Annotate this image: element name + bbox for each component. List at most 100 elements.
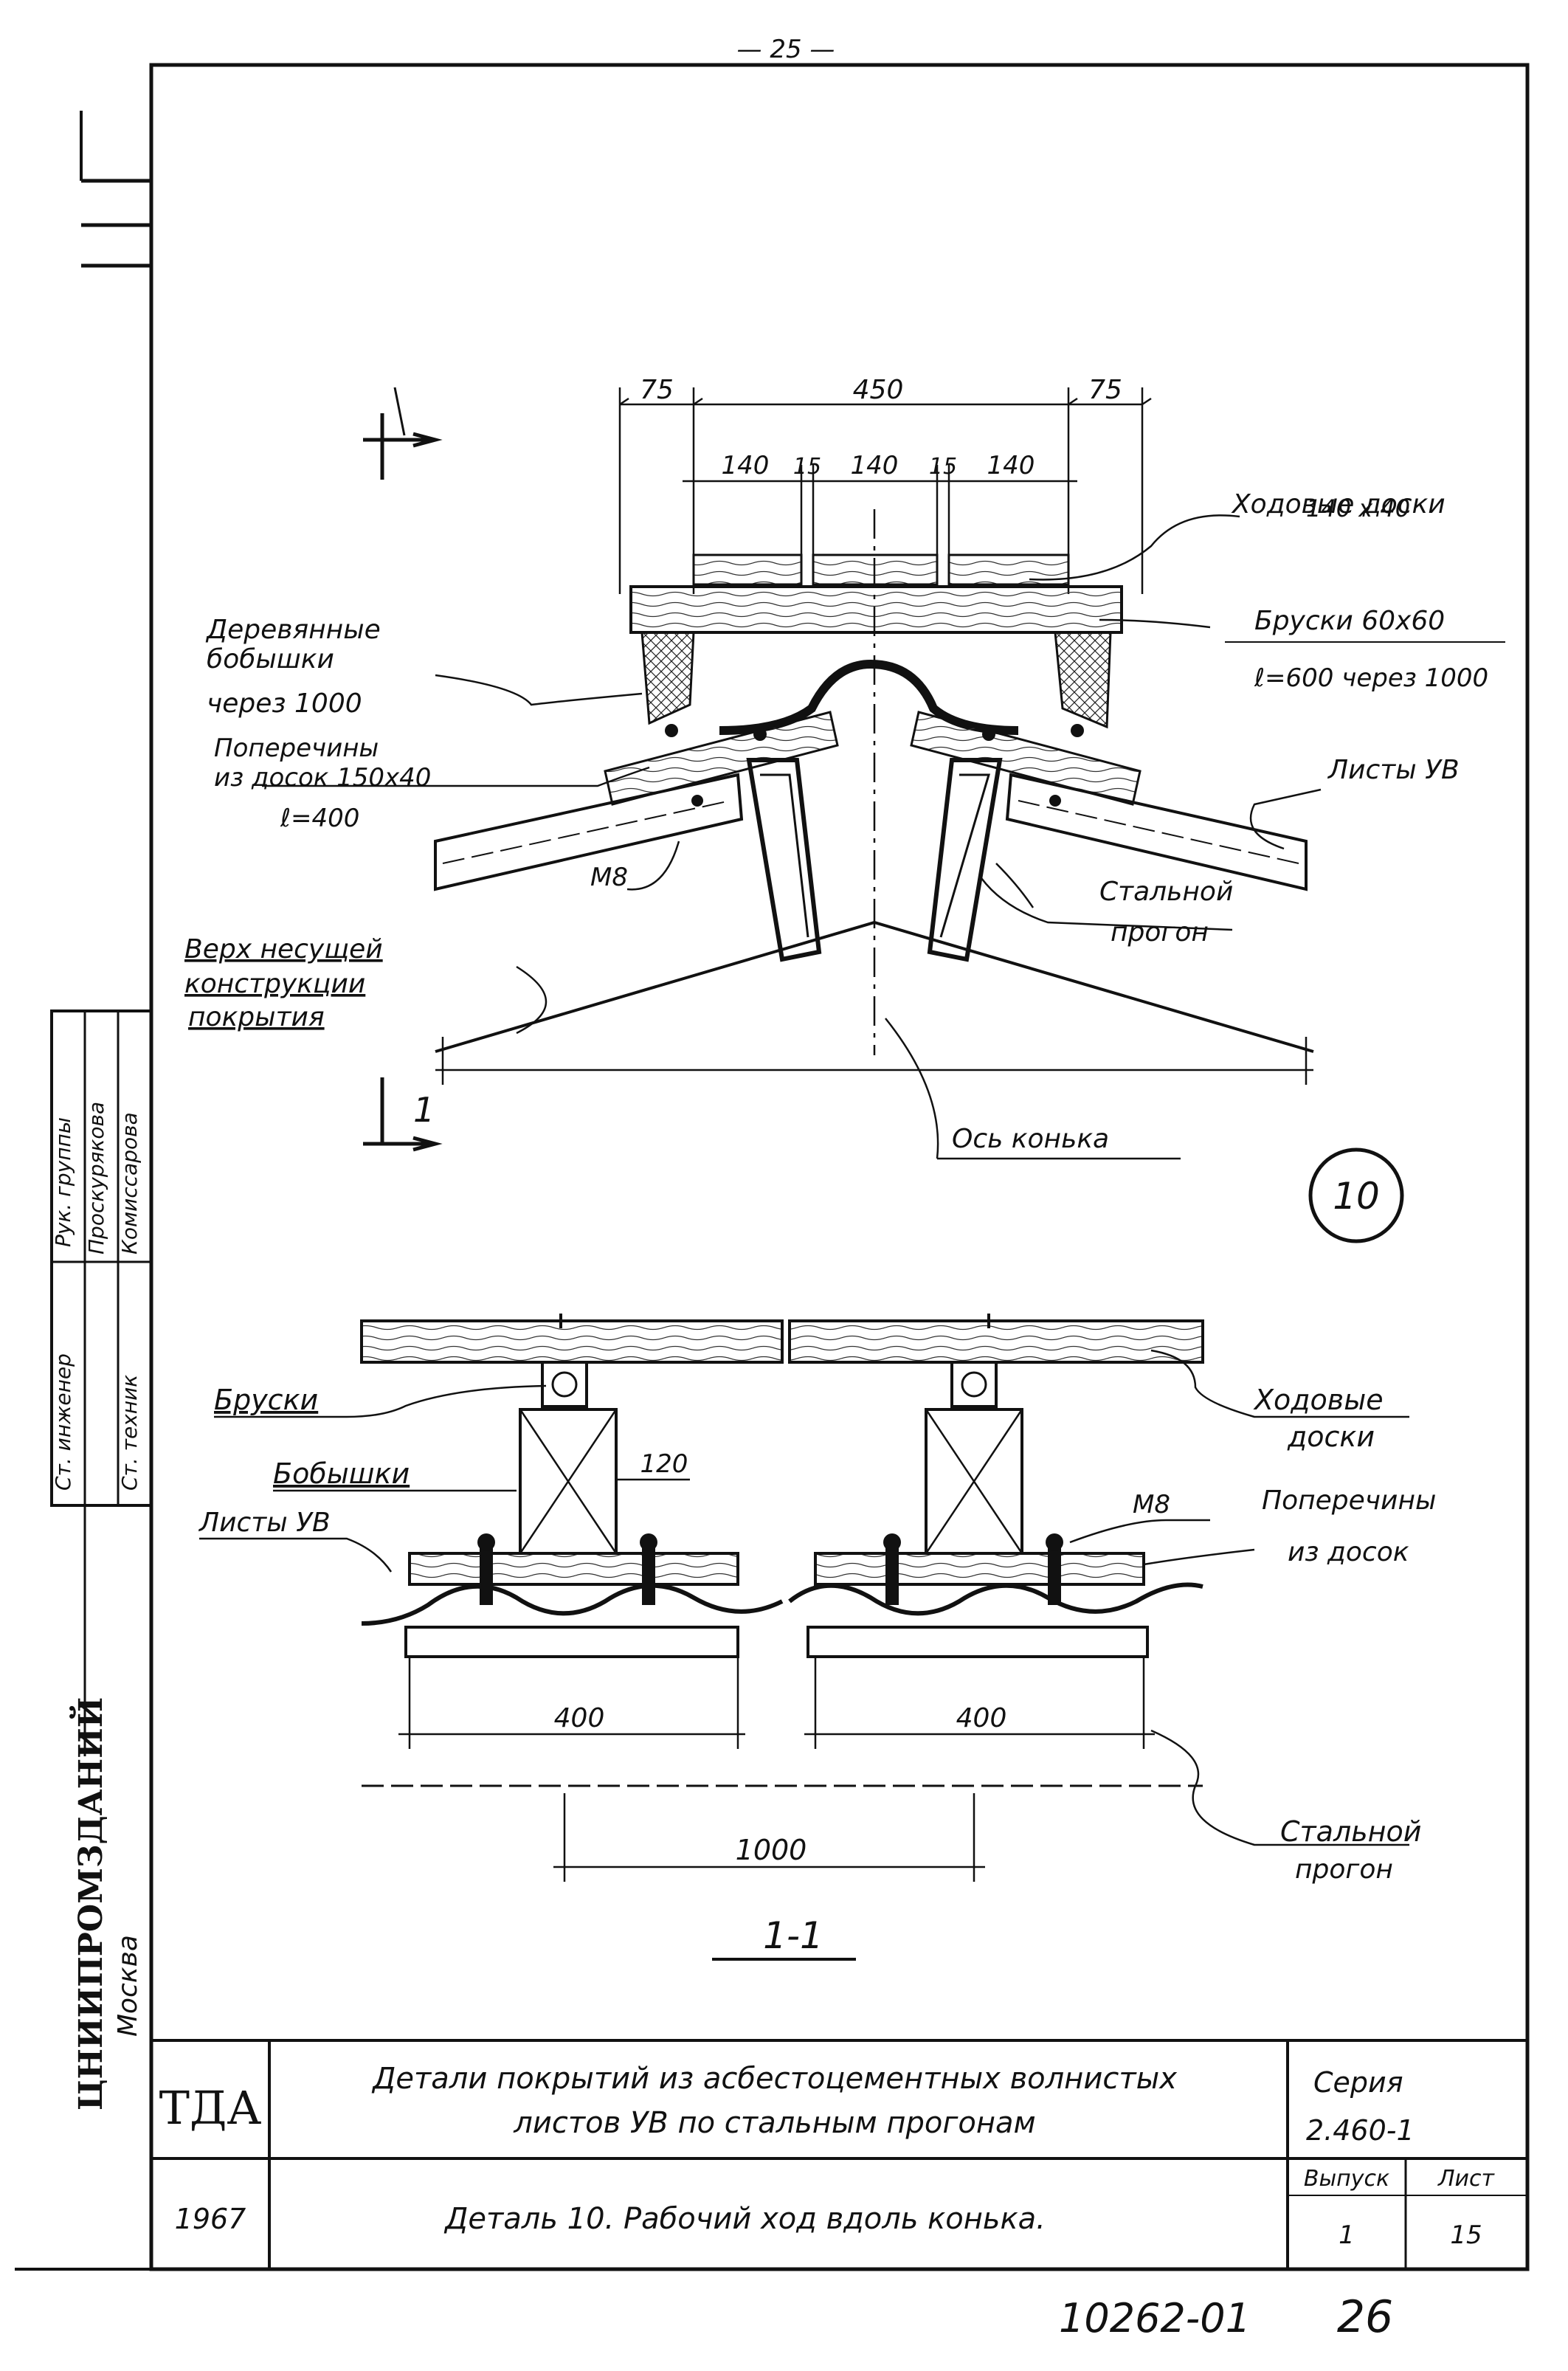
ridge-cap [719,659,1019,735]
label-section-bars: Бруски [214,1384,318,1416]
sheet-uv-left [434,773,744,891]
label-section-m8: М8 [1133,1490,1170,1519]
label-section-sheets: Листы УВ [198,1508,331,1538]
bolts-top [665,724,1084,807]
bearing-structure-top [435,920,1314,1053]
sheet-uv-right [1005,773,1308,891]
dim-spacing: 1000 [736,1834,807,1866]
dim-crossbar-left: 400 [554,1703,605,1733]
label-section-crossbars: Поперечины [1262,1485,1436,1516]
stamp-role-2: Ст. инженер [51,1353,75,1491]
label-section-walk-boards: Ходовые [1253,1384,1384,1416]
label-wood-blocks: Деревянные [205,615,381,645]
label-crossbars-size: из досок 150х40 [214,763,431,793]
section-purlin-flange-left [404,1626,739,1658]
sheet-title: Деталь 10. Рабочий ход вдоль конька. [443,2202,1046,2236]
label-section-purlin-2: прогон [1295,1854,1393,1885]
steel-purlin-left [746,758,822,962]
stamp-name-3: Комиссарова [117,1112,142,1254]
dim-crossbar-right: 400 [956,1703,1007,1733]
label-wood-blocks-2: бобышки [207,644,334,674]
section-mark-label: 1 [413,1090,435,1130]
steel-purlin-right [927,758,1003,962]
series-label: Серия [1313,2066,1403,2099]
binding-marks [80,111,151,268]
label-section-walk-boards-2: доски [1287,1421,1375,1453]
dim-right-offset: 75 [1088,375,1122,405]
label-wood-blocks-spacing: через 1000 [207,688,362,719]
page-number: — 25 — [737,35,835,64]
top-leaders [262,514,1322,1160]
dim-gap-2: 15 [929,454,957,480]
dim-gap-1: 15 [793,454,821,480]
label-crossbars-length: ℓ=400 [280,804,359,833]
section-walk-board-right [788,1319,1204,1364]
label-top-structure-3: покрытия [188,1002,325,1032]
label-purlin-top: Стальной [1099,877,1233,907]
label-top-structure-2: конструкции [184,969,365,999]
label-crossbars: Поперечины [214,734,379,763]
stamp-role-1: Рук. группы [51,1117,75,1247]
archive-page: 26 [1337,2291,1393,2343]
issue-label: Выпуск [1304,2166,1389,2192]
section-crossbar-left [408,1552,739,1586]
side-stamp: Рук. группы Проскурякова Ст. инженер Ст.… [50,1010,153,2111]
label-purlin-top-2: прогон [1111,917,1209,948]
label-top-structure: Верх несущей [184,934,383,964]
label-section-purlin: Стальной [1280,1815,1421,1848]
issue-value: 1 [1339,2220,1355,2250]
sheet-value: 15 [1450,2220,1482,2250]
title-year: 1967 [175,2203,246,2235]
stamp-role-3: Ст. техник [117,1375,142,1491]
section-dimensions [398,1478,1155,1882]
dim-board-1: 140 [722,451,770,480]
bar-60x60 [629,585,1123,634]
section-sheet-right [788,1582,1203,1616]
detail-number: 10 [1333,1175,1380,1218]
section-mark-top [363,387,443,480]
section-walk-board-left [360,1319,784,1364]
dim-left-offset: 75 [640,375,674,405]
title-line-2: листов УВ по стальным прогонам [513,2106,1035,2140]
dim-center: 450 [853,375,904,405]
detail-number-circle [1308,1147,1404,1243]
crossbar-right [910,711,1142,806]
walk-board-1 [692,553,803,586]
series-value: 2.460-1 [1306,2114,1415,2147]
label-ridge-axis: Ось конька [952,1124,1109,1154]
label-m8-top: М8 [590,863,628,892]
title-org-code: ТДА [159,2081,262,2135]
ridge-cross-section: 75 450 75 140 15 140 15 140 [184,375,1505,1243]
wood-block-right [1054,631,1112,729]
section-crossbar-right [814,1552,1145,1586]
top-dimensions [618,387,1152,594]
label-walk-boards-size: 140 х 40 [1306,494,1410,522]
section-block-right [925,1408,1023,1555]
section-purlin-flange-right [807,1626,1149,1658]
dim-board-3: 140 [987,451,1035,480]
label-walk-boards: Ходовые доски [1231,489,1446,520]
label-section-crossbars-2: из досок [1288,1537,1409,1567]
stamp-org: ЦНИИПРОМЗДАНИЙ [69,1697,110,2111]
section-mark-bottom [363,1077,443,1152]
stamp-name-1: Проскурякова [84,1102,108,1254]
section-bar-left [541,1361,588,1408]
label-bars-length: ℓ=600 через 1000 [1254,663,1488,693]
section-leaders [199,1349,1409,1846]
sheet-label: Лист [1437,2166,1496,2192]
title-block: ТДА Детали покрытий из асбестоцементных … [151,2039,1527,2269]
section-sheet-left [361,1583,784,1626]
archive-number: 10262-01 [1059,2295,1251,2341]
section-block-left [519,1408,618,1555]
stamp-city: Москва [113,1935,143,2037]
dim-board-2: 140 [851,451,899,480]
wood-block-left [640,631,695,725]
section-bar-right [950,1361,998,1408]
section-bolts [477,1533,1063,1605]
section-1-1: 400 400 1000 120 Бруски Бобышки Листы УВ… [198,1314,1436,1961]
dim-block: 120 [640,1449,688,1479]
title-line-1: Детали покрытий из асбестоцементных волн… [371,2062,1177,2096]
label-sheets-top: Листы УВ [1327,755,1460,785]
section-title: 1-1 [763,1914,823,1957]
